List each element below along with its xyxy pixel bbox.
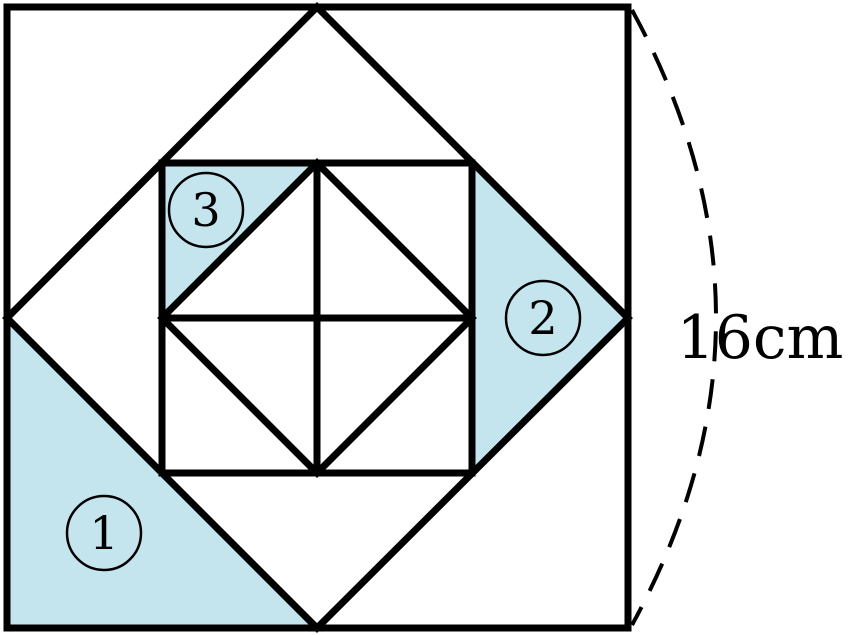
outer-diamond [2,2,633,633]
shaded-region-2 [472,163,628,473]
dimension-arc [630,9,718,626]
region-label-3-text: 3 [191,183,220,237]
dimension-label: 16cm [677,303,844,373]
region-label-1: 1 [65,494,143,572]
region-label-1-text: 1 [89,506,118,560]
region-label-3: 3 [167,171,245,249]
region-label-2-text: 2 [528,291,557,345]
region-label-2: 2 [504,279,582,357]
